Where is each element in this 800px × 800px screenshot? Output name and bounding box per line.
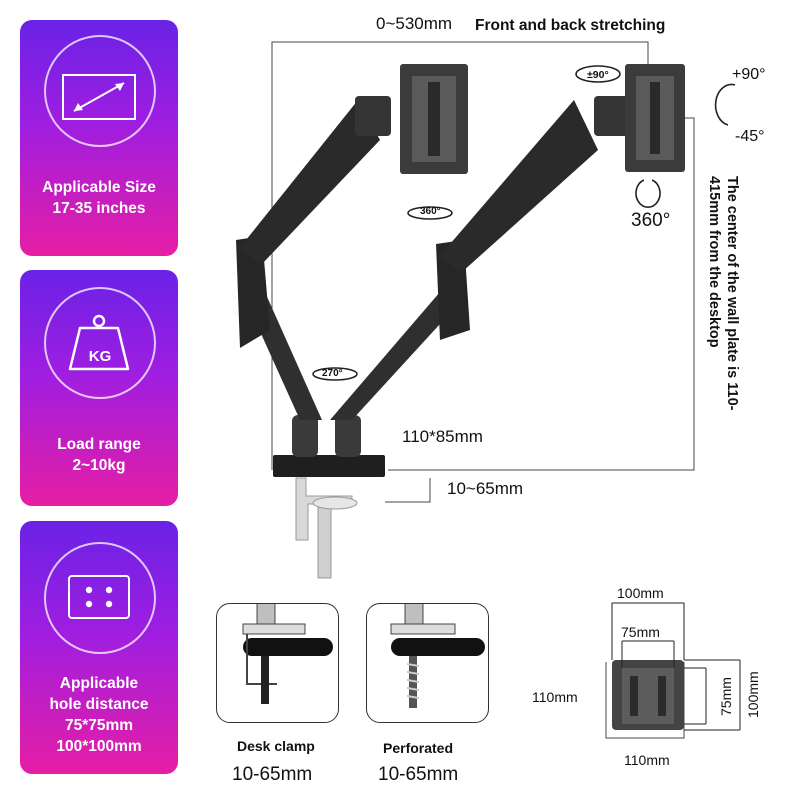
feature-vesa-line1: Applicable — [59, 675, 139, 692]
wall-plate-height-text: The center of the wall plate is 110-415m… — [706, 176, 740, 411]
base-column-right — [335, 415, 361, 457]
right-tilt-joint — [594, 96, 630, 136]
feature-card-vesa: Applicable hole distance 75*75mm 100*100… — [20, 521, 178, 774]
feature-size-line2: 17-35 inches — [52, 200, 146, 217]
perforated-range: 10-65mm — [378, 764, 459, 785]
clamp-plate — [312, 496, 358, 510]
desk-clamp-card — [216, 603, 339, 723]
vesa-bottom-width: 110mm — [624, 752, 670, 768]
feature-icon-ring — [44, 542, 156, 654]
feature-load-line2: 2~10kg — [72, 457, 126, 474]
perforated-mount-icon — [390, 604, 485, 708]
desk-clamp-range: 10-65mm — [232, 764, 313, 785]
desk-clamp-icon — [242, 604, 333, 704]
feature-card-size: Applicable Size 17-35 inches — [20, 20, 178, 256]
right-vesa-head — [625, 64, 685, 172]
left-vesa-head — [400, 64, 468, 174]
base-column-left — [292, 415, 318, 457]
feature-vesa-line3: 75*75mm — [64, 717, 134, 734]
feature-vesa-line4: 100*100mm — [56, 738, 142, 755]
perforated-label: Perforated — [383, 740, 454, 756]
diagonal-arrow-screen-icon — [62, 74, 136, 120]
vesa-pattern-diagram — [611, 602, 741, 731]
feature-load-line1: Load range — [57, 436, 141, 453]
stretch-range-value: 0~530mm — [376, 14, 453, 33]
rotation-label: 360° — [631, 210, 671, 231]
base-plate — [273, 455, 385, 477]
perforated-card — [366, 603, 489, 723]
vesa-outer-height: 100mm — [745, 671, 761, 718]
left-elbow — [236, 236, 270, 348]
clamp-range-label: 10~65mm — [447, 479, 524, 498]
kg-weight-icon-text: KG — [88, 348, 112, 365]
tilt-down-label: -45° — [735, 128, 765, 145]
left-tilt-joint — [355, 96, 391, 136]
vesa-holes-icon — [68, 575, 130, 619]
base-size-label: 110*85mm — [402, 427, 483, 446]
desk-clamp-label: Desk clamp — [237, 738, 315, 754]
vesa-side-height: 110mm — [532, 689, 578, 705]
right-upper-arm — [438, 100, 598, 272]
stretch-range-label: Front and back stretching — [475, 17, 666, 34]
vesa-inner-height: 75mm — [718, 677, 734, 716]
vesa-outer-width: 100mm — [617, 585, 664, 601]
vesa-inner-width: 75mm — [621, 624, 660, 640]
feature-size-line1: Applicable Size — [42, 179, 156, 196]
feature-icon-ring — [44, 287, 156, 399]
base-swivel-label: 270° — [322, 368, 343, 379]
feature-card-load: KG Load range 2~10kg — [20, 270, 178, 506]
clamp-screw — [317, 499, 332, 579]
kg-weight-icon — [68, 314, 130, 371]
head-swivel-label: ±90° — [587, 69, 609, 81]
feature-icon-ring — [44, 35, 156, 147]
arm-swivel-label: 360° — [420, 206, 441, 217]
left-upper-arm — [238, 100, 380, 264]
feature-vesa-line2: hole distance — [49, 696, 149, 713]
right-lower-arm — [330, 292, 462, 420]
tilt-up-label: +90° — [732, 66, 766, 83]
